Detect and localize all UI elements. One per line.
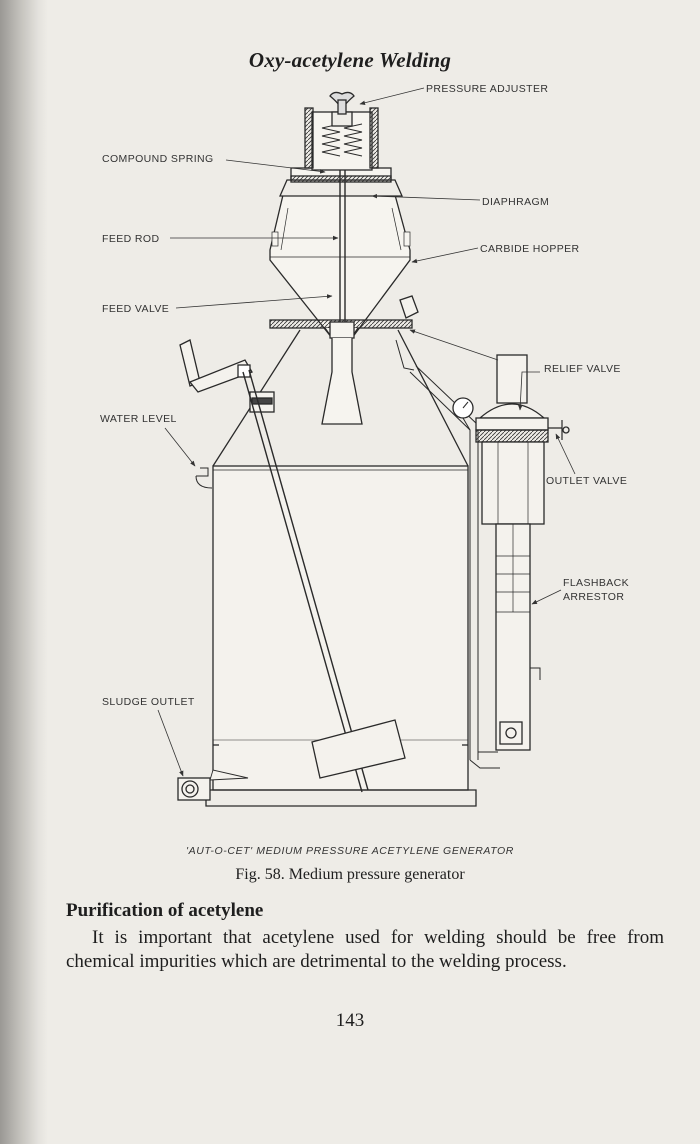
wing-nut xyxy=(329,91,355,115)
hopper-outlet-tube xyxy=(321,338,363,425)
diaphragm-housing xyxy=(279,167,403,197)
label-flashback-arrestor-line2: ARRESTOR xyxy=(563,591,624,603)
diagram-labels: PRESSURE ADJUSTER COMPOUND SPRING DIAPHR… xyxy=(100,83,629,708)
spring-housing xyxy=(304,107,379,171)
label-relief-valve: RELIEF VALVE xyxy=(544,363,621,375)
label-carbide-hopper: CARBIDE HOPPER xyxy=(480,243,580,255)
body-paragraph: It is important that acetylene used for … xyxy=(66,927,664,972)
running-head: Oxy-acetylene Welding xyxy=(248,48,452,72)
figure-caption: Fig. 58. Medium pressure generator xyxy=(235,866,465,883)
page-number: 143 xyxy=(335,1010,365,1031)
feed-rod-shape xyxy=(339,170,346,322)
generator-drawing xyxy=(177,91,570,807)
leader-lines xyxy=(157,87,576,777)
water-level-fitting xyxy=(195,467,213,489)
flashback-arrestor-shape xyxy=(475,354,570,751)
label-feed-valve: FEED VALVE xyxy=(102,303,169,315)
label-diaphragm: DIAPHRAGM xyxy=(482,196,549,208)
book-spine-shadow xyxy=(0,0,48,1144)
label-feed-rod: FEED ROD xyxy=(102,233,159,245)
label-sludge-outlet: SLUDGE OUTLET xyxy=(102,696,195,708)
label-outlet-valve: OUTLET VALVE xyxy=(546,475,627,487)
label-compound-spring: COMPOUND SPRING xyxy=(102,153,214,165)
label-pressure-adjuster: PRESSURE ADJUSTER xyxy=(426,83,548,95)
section-heading: Purification of acetylene xyxy=(66,900,264,921)
figure-subcaption: 'AUT-O-CET' MEDIUM PRESSURE ACETYLENE GE… xyxy=(185,845,514,857)
pressure-gauge xyxy=(452,397,474,431)
label-water-level: WATER LEVEL xyxy=(100,413,177,425)
acetylene-generator-diagram: PRESSURE ADJUSTER COMPOUND SPRING DIAPHR… xyxy=(100,83,629,807)
sludge-outlet-shape xyxy=(177,769,249,801)
label-flashback-arrestor-line1: FLASHBACK xyxy=(563,577,629,589)
agitator xyxy=(179,339,406,793)
